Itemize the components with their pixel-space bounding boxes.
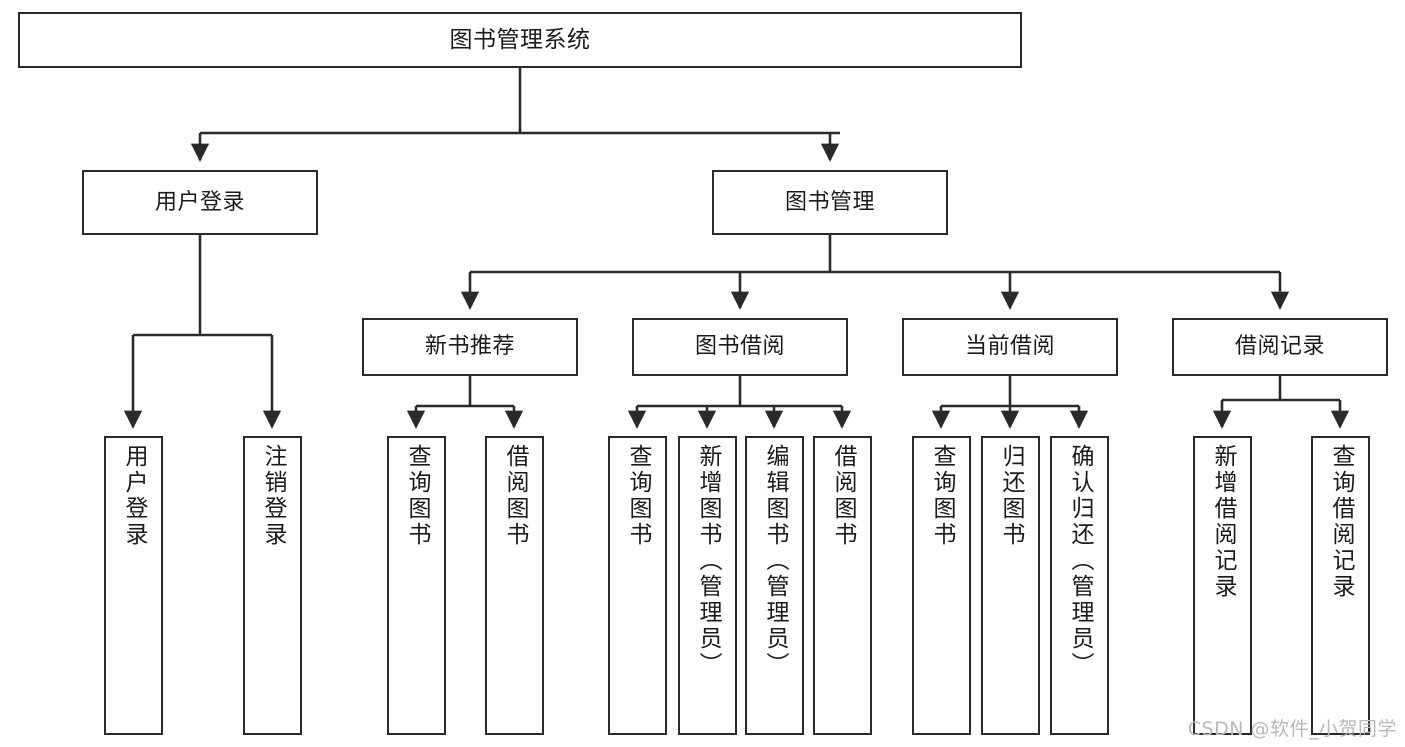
node-label: 查询借阅记录 [1328, 444, 1354, 600]
node-borrow-record[interactable]: 借阅记录 [1172, 318, 1388, 376]
node-label: 查询图书 [625, 444, 651, 548]
leaf-user-login[interactable]: 用户登录 [104, 436, 163, 735]
node-book-management[interactable]: 图书管理 [712, 170, 948, 235]
node-label: 用户登录 [121, 444, 147, 548]
node-root-system[interactable]: 图书管理系统 [18, 12, 1022, 68]
node-label: 查询图书 [404, 444, 430, 548]
leaf-current-query-book[interactable]: 查询图书 [912, 436, 971, 735]
leaf-record-query-record[interactable]: 查询借阅记录 [1311, 436, 1370, 735]
watermark: CSDN @软件_小贺同学 [1187, 718, 1397, 740]
node-label: 图书管理 [784, 189, 875, 215]
node-label: 新增图书（管理员） [695, 444, 721, 678]
leaf-current-confirm-return-admin[interactable]: 确认归还（管理员） [1050, 436, 1109, 735]
leaf-recommend-borrow-book[interactable]: 借阅图书 [485, 436, 544, 735]
node-label: 借阅图书 [830, 444, 856, 548]
node-label: 查询图书 [929, 444, 955, 548]
leaf-recommend-query-book[interactable]: 查询图书 [387, 436, 446, 735]
leaf-borrow-query-book[interactable]: 查询图书 [608, 436, 667, 735]
node-label: 图书管理系统 [449, 26, 591, 53]
leaf-borrow-borrow-book[interactable]: 借阅图书 [813, 436, 872, 735]
node-new-book-recommend[interactable]: 新书推荐 [362, 318, 578, 376]
node-book-borrow[interactable]: 图书借阅 [632, 318, 848, 376]
node-current-borrow[interactable]: 当前借阅 [902, 318, 1118, 376]
node-label: 归还图书 [998, 444, 1024, 548]
leaf-borrow-add-book-admin[interactable]: 新增图书（管理员） [678, 436, 737, 735]
node-label: 图书借阅 [694, 334, 785, 360]
node-label: 借阅记录 [1234, 334, 1325, 360]
leaf-user-logout[interactable]: 注销登录 [243, 436, 302, 735]
leaf-current-return-book[interactable]: 归还图书 [981, 436, 1040, 735]
node-user-login[interactable]: 用户登录 [82, 170, 318, 235]
node-label: 新书推荐 [424, 334, 515, 360]
node-label: 当前借阅 [964, 334, 1055, 360]
node-label: 新增借阅记录 [1210, 444, 1236, 600]
leaf-borrow-edit-book-admin[interactable]: 编辑图书（管理员） [745, 436, 804, 735]
node-label: 确认归还（管理员） [1067, 444, 1093, 678]
node-label: 用户登录 [154, 189, 245, 215]
leaf-record-add-record[interactable]: 新增借阅记录 [1193, 436, 1252, 735]
node-label: 注销登录 [260, 444, 286, 548]
node-label: 借阅图书 [502, 444, 528, 548]
node-label: 编辑图书（管理员） [762, 444, 788, 678]
